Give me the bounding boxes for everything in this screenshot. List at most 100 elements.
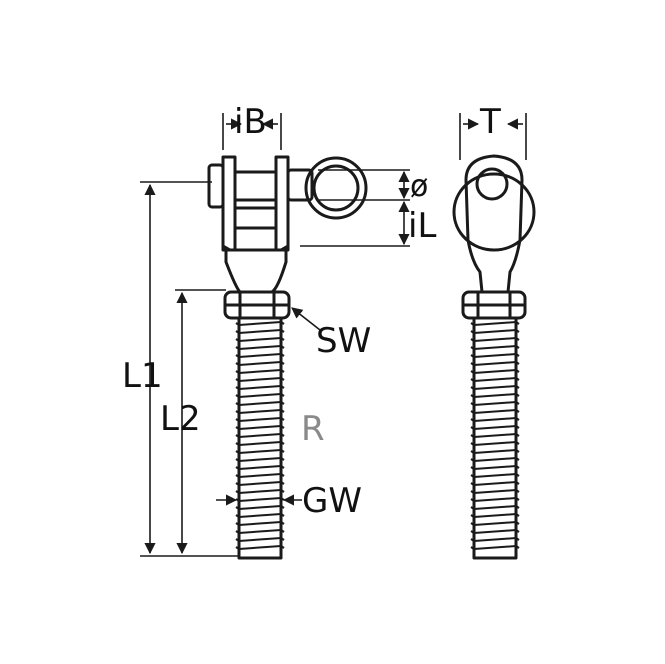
thread-tick: [235, 514, 240, 518]
thread-tick: [280, 441, 285, 445]
thread-line: [473, 369, 517, 374]
thread-line: [473, 329, 517, 334]
thread-lines-front: [235, 321, 285, 550]
thread-line: [238, 529, 282, 534]
thread-tick: [235, 450, 240, 454]
thread-tick: [470, 546, 475, 550]
thread-tick: [235, 546, 240, 550]
thread-tick: [515, 433, 520, 437]
thread-line: [473, 513, 517, 518]
thread-line: [238, 385, 282, 390]
side-body: [464, 154, 524, 294]
thread-tick: [515, 425, 520, 429]
thread-tick: [515, 465, 520, 469]
fork-neck: [224, 250, 288, 294]
thread-line: [473, 409, 517, 414]
thread-line: [238, 393, 282, 398]
thread-tick: [470, 370, 475, 374]
thread-line: [473, 457, 517, 462]
thread-lines-side: [470, 321, 520, 550]
thread-tick: [515, 473, 520, 477]
thread-line: [473, 321, 517, 326]
thread-tick: [235, 466, 240, 470]
fork-jaws: [221, 155, 290, 252]
pin-head-left: [207, 163, 225, 209]
thread-tick: [235, 370, 240, 374]
thread-line: [238, 513, 282, 518]
threaded-stud: [237, 316, 283, 560]
thread-line: [473, 417, 517, 422]
label-l2: L2: [160, 399, 201, 439]
thread-tick: [515, 417, 520, 421]
thread-tick: [280, 401, 285, 405]
thread-line: [238, 441, 282, 446]
thread-line: [473, 449, 517, 454]
thread-tick: [280, 393, 285, 397]
thread-tick: [280, 353, 285, 357]
thread-tick: [515, 353, 520, 357]
thread-tick: [470, 410, 475, 414]
thread-tick: [280, 505, 285, 509]
thread-line: [473, 473, 517, 478]
thread-line: [473, 441, 517, 446]
thread-tick: [280, 433, 285, 437]
thread-tick: [235, 482, 240, 486]
label-sw: SW: [316, 321, 371, 361]
thread-tick: [235, 330, 240, 334]
thread-tick: [235, 522, 240, 526]
thread-tick: [235, 506, 240, 510]
thread-tick: [470, 450, 475, 454]
thread-tick: [515, 337, 520, 341]
thread-tick: [470, 378, 475, 382]
thread-line: [473, 377, 517, 382]
thread-line: [238, 425, 282, 430]
thread-tick: [235, 418, 240, 422]
split-ring-pin: [286, 156, 368, 220]
thread-line: [238, 481, 282, 486]
side-pin-head: [475, 167, 509, 201]
thread-tick: [235, 490, 240, 494]
thread-tick: [280, 457, 285, 461]
thread-tick: [280, 489, 285, 493]
thread-line: [238, 457, 282, 462]
thread-tick: [280, 425, 285, 429]
thread-tick: [235, 530, 240, 534]
thread-tick: [470, 522, 475, 526]
thread-line: [238, 449, 282, 454]
thread-line: [238, 521, 282, 526]
thread-tick: [470, 490, 475, 494]
thread-tick: [235, 386, 240, 390]
thread-tick: [280, 465, 285, 469]
thread-tick: [515, 457, 520, 461]
thread-tick: [470, 474, 475, 478]
thread-line: [238, 377, 282, 382]
thread-tick: [470, 330, 475, 334]
thread-tick: [280, 409, 285, 413]
thread-line: [238, 409, 282, 414]
thread-tick: [235, 362, 240, 366]
thread-tick: [515, 409, 520, 413]
thread-line: [238, 353, 282, 358]
dimension-lines: [140, 113, 527, 557]
thread-tick: [280, 369, 285, 373]
thread-line: [473, 489, 517, 494]
thread-tick: [235, 338, 240, 342]
thread-line: [473, 425, 517, 430]
thread-line: [238, 321, 282, 326]
thread-tick: [515, 321, 520, 325]
thread-tick: [470, 498, 475, 502]
thread-line: [238, 417, 282, 422]
thread-tick: [470, 530, 475, 534]
thread-line: [238, 465, 282, 470]
thread-tick: [280, 473, 285, 477]
thread-tick: [515, 537, 520, 541]
thread-tick: [235, 410, 240, 414]
thread-tick: [470, 482, 475, 486]
thread-line: [473, 497, 517, 502]
label-il: iL: [408, 206, 436, 246]
thread-tick: [515, 369, 520, 373]
thread-tick: [235, 394, 240, 398]
thread-tick: [515, 393, 520, 397]
thread-tick: [280, 321, 285, 325]
thread-tick: [470, 538, 475, 542]
